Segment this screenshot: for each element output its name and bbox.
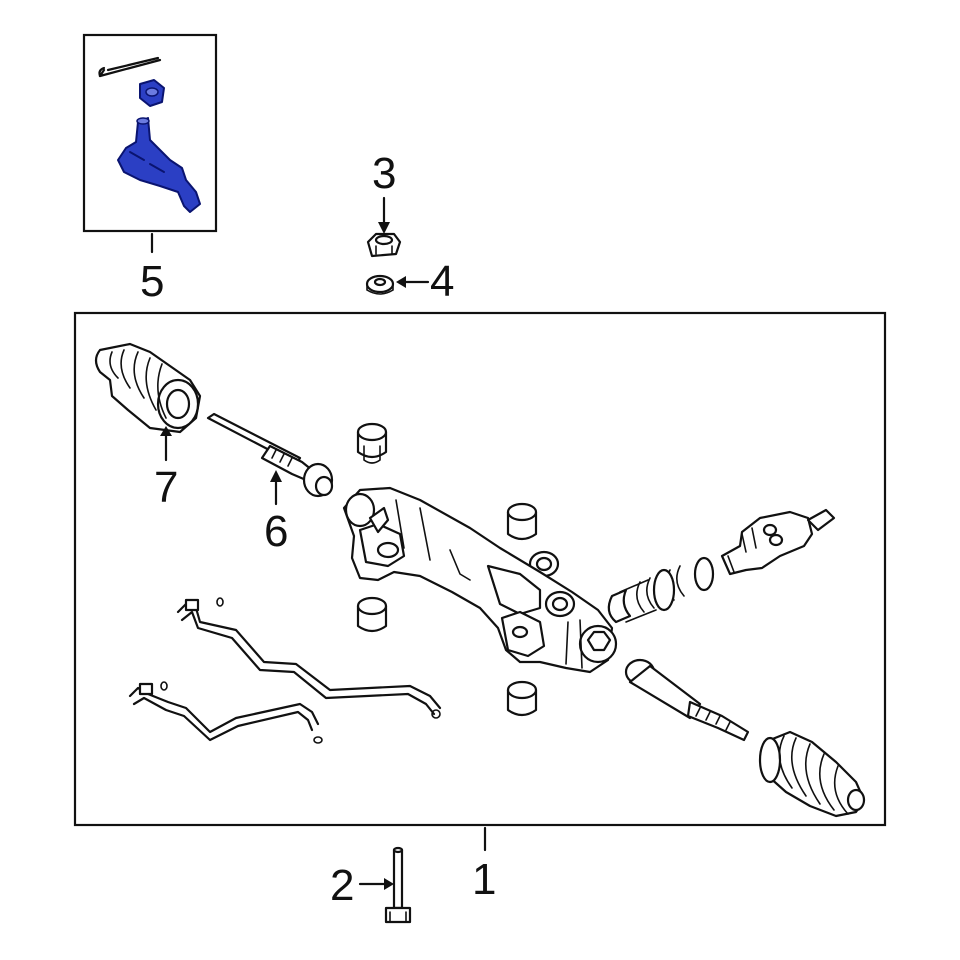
pinion-seal-set[interactable] xyxy=(607,556,715,624)
mount-bushing-lower-left[interactable] xyxy=(356,596,388,633)
pressure-line-upper[interactable] xyxy=(176,597,442,719)
inset-frame xyxy=(82,33,218,233)
outer-inner-tie-rod-right[interactable] xyxy=(624,658,750,742)
hex-nut[interactable] xyxy=(366,232,402,258)
mount-bushing-upper-right[interactable] xyxy=(506,502,538,541)
mount-bushing-lower-right[interactable] xyxy=(506,680,538,717)
cotter-pin xyxy=(98,56,162,78)
leader-4 xyxy=(396,276,430,288)
callout-1: 1 xyxy=(472,855,496,904)
mounting-bolt[interactable] xyxy=(384,846,412,924)
washer[interactable] xyxy=(365,274,395,295)
leader-2 xyxy=(358,878,394,890)
leader-7 xyxy=(160,426,172,462)
callout-5: 5 xyxy=(140,257,164,306)
callout-7: 7 xyxy=(154,463,178,512)
control-valve[interactable] xyxy=(720,508,836,576)
inner-boot[interactable] xyxy=(94,342,202,434)
rack-housing[interactable] xyxy=(342,486,618,674)
steering-gear-assembly-frame xyxy=(73,311,887,827)
pressure-line-lower[interactable] xyxy=(128,681,323,744)
leader-6 xyxy=(270,470,282,506)
tie-rod-nut xyxy=(139,79,165,107)
mount-bushing-upper-left[interactable] xyxy=(356,422,388,464)
leader-3 xyxy=(378,196,390,234)
callout-2: 2 xyxy=(330,861,354,910)
callout-6: 6 xyxy=(264,507,288,556)
inner-tie-rod[interactable] xyxy=(206,412,334,498)
tie-rod-end-inset[interactable] xyxy=(82,33,218,233)
tie-rod-end-body xyxy=(117,117,201,213)
outer-boot[interactable] xyxy=(758,730,866,818)
callout-3: 3 xyxy=(372,149,396,198)
callout-4: 4 xyxy=(430,257,454,306)
